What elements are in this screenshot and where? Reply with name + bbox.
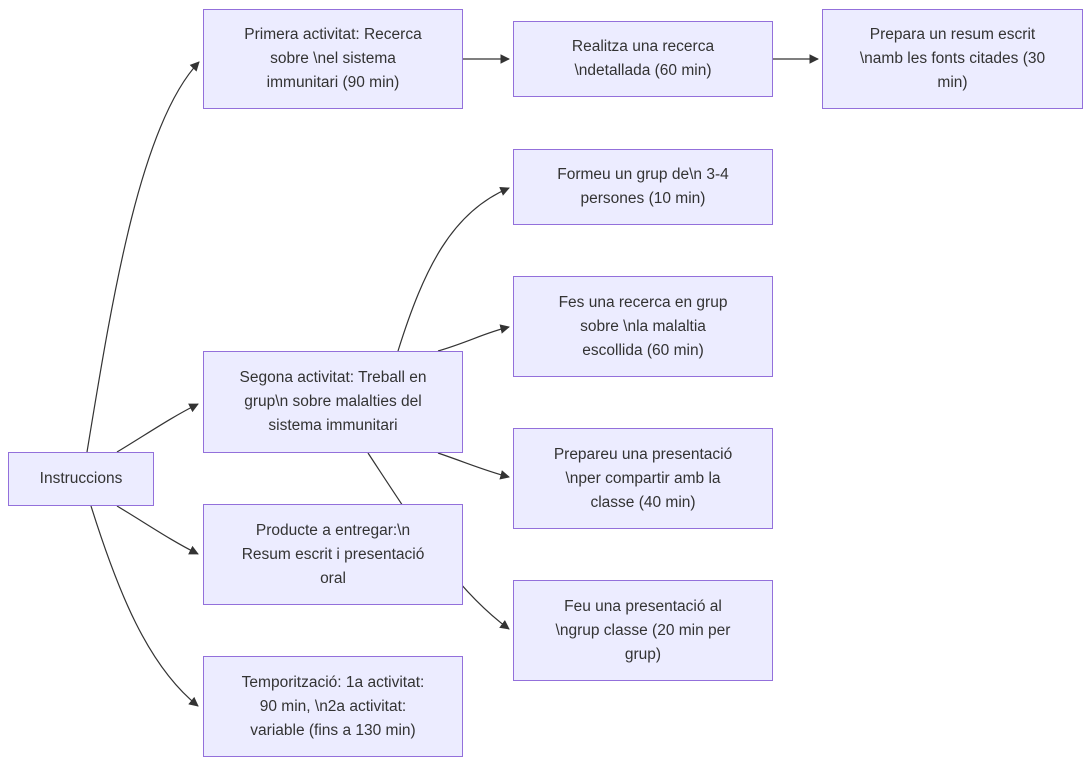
node-realitza-recerca: Realitza una recerca \ndetallada (60 min… [513, 21, 773, 97]
node-prepareu-presentacio: Prepareu una presentació \nper compartir… [513, 428, 773, 529]
node-fes-recerca-grup: Fes una recerca en grup sobre \nla malal… [513, 276, 773, 377]
node-primera-activitat: Primera activitat: Recerca sobre \nel si… [203, 9, 463, 109]
node-formeu-grup: Formeu un grup de\n 3-4 persones (10 min… [513, 149, 773, 225]
node-producte-entregar: Producte a entregar:\n Resum escrit i pr… [203, 504, 463, 605]
edge-root-tempo [90, 505, 199, 707]
edge-root-segona [116, 403, 199, 453]
node-instruccions: Instruccions [8, 452, 154, 506]
node-prepara-resum: Prepara un resum escrit \namb les fonts … [822, 9, 1083, 109]
node-segona-activitat: Segona activitat: Treball en grup\n sobr… [203, 351, 463, 453]
edge-root-primera [86, 61, 200, 453]
edge-segona-prepareu [437, 452, 510, 480]
node-feu-presentacio: Feu una presentació al \ngrup classe (20… [513, 580, 773, 681]
edge-root-producte [116, 505, 199, 555]
edge-segona-formeu [397, 186, 510, 352]
edge-segona-fes [437, 324, 510, 352]
node-temporitzacio: Temporització: 1a activitat: 90 min, \n2… [203, 656, 463, 757]
